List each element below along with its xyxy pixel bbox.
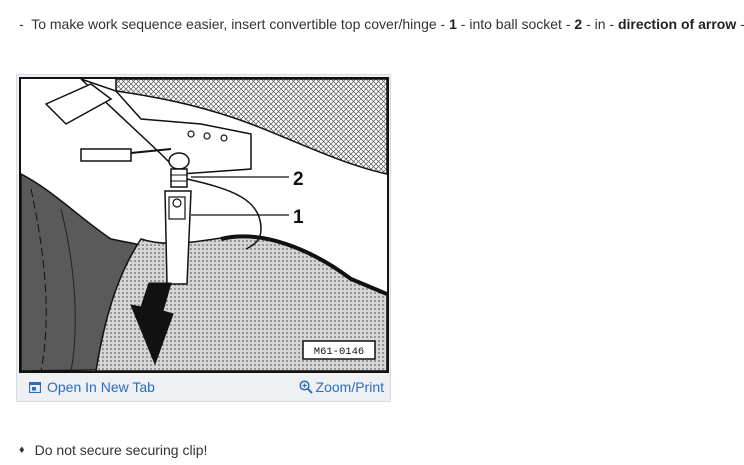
technical-illustration: 2 1 M61-0146 [19, 77, 389, 373]
open-in-new-tab-label: Open In New Tab [47, 379, 155, 395]
callout-label-1: 1 [293, 207, 304, 228]
instruction-step: - To make work sequence easier, insert c… [19, 14, 744, 34]
zoom-icon [298, 380, 313, 394]
step-part-number-2: 2 [574, 16, 583, 32]
step-dash: - [19, 16, 24, 32]
zoom-print-link[interactable]: Zoom/Print [298, 379, 384, 395]
step-direction-bold: direction of arrow [617, 16, 737, 32]
step-text-3: - in - [586, 16, 615, 32]
figure-card: 2 1 M61-0146 Open In New Tab [16, 74, 391, 402]
note-text: Do not secure securing clip! [34, 442, 208, 458]
illustration-svg: 2 1 M61-0146 [21, 79, 387, 371]
bullet-diamond-icon: ♦ [19, 444, 25, 456]
step-part-number-1: 1 [449, 16, 457, 32]
step-text-2: - into ball socket - [460, 16, 571, 32]
step-text-4: -. [740, 16, 744, 32]
open-tab-icon [29, 381, 41, 393]
zoom-print-label: Zoom/Print [315, 379, 384, 395]
open-in-new-tab-link[interactable]: Open In New Tab [29, 379, 155, 395]
figure-code: M61-0146 [314, 346, 364, 358]
figure-footer: Open In New Tab Zoom/Print [17, 375, 390, 401]
step-text-1: To make work sequence easier, insert con… [31, 16, 446, 32]
callout-label-2: 2 [293, 169, 304, 190]
note-bullet: ♦ Do not secure securing clip! [19, 440, 207, 460]
